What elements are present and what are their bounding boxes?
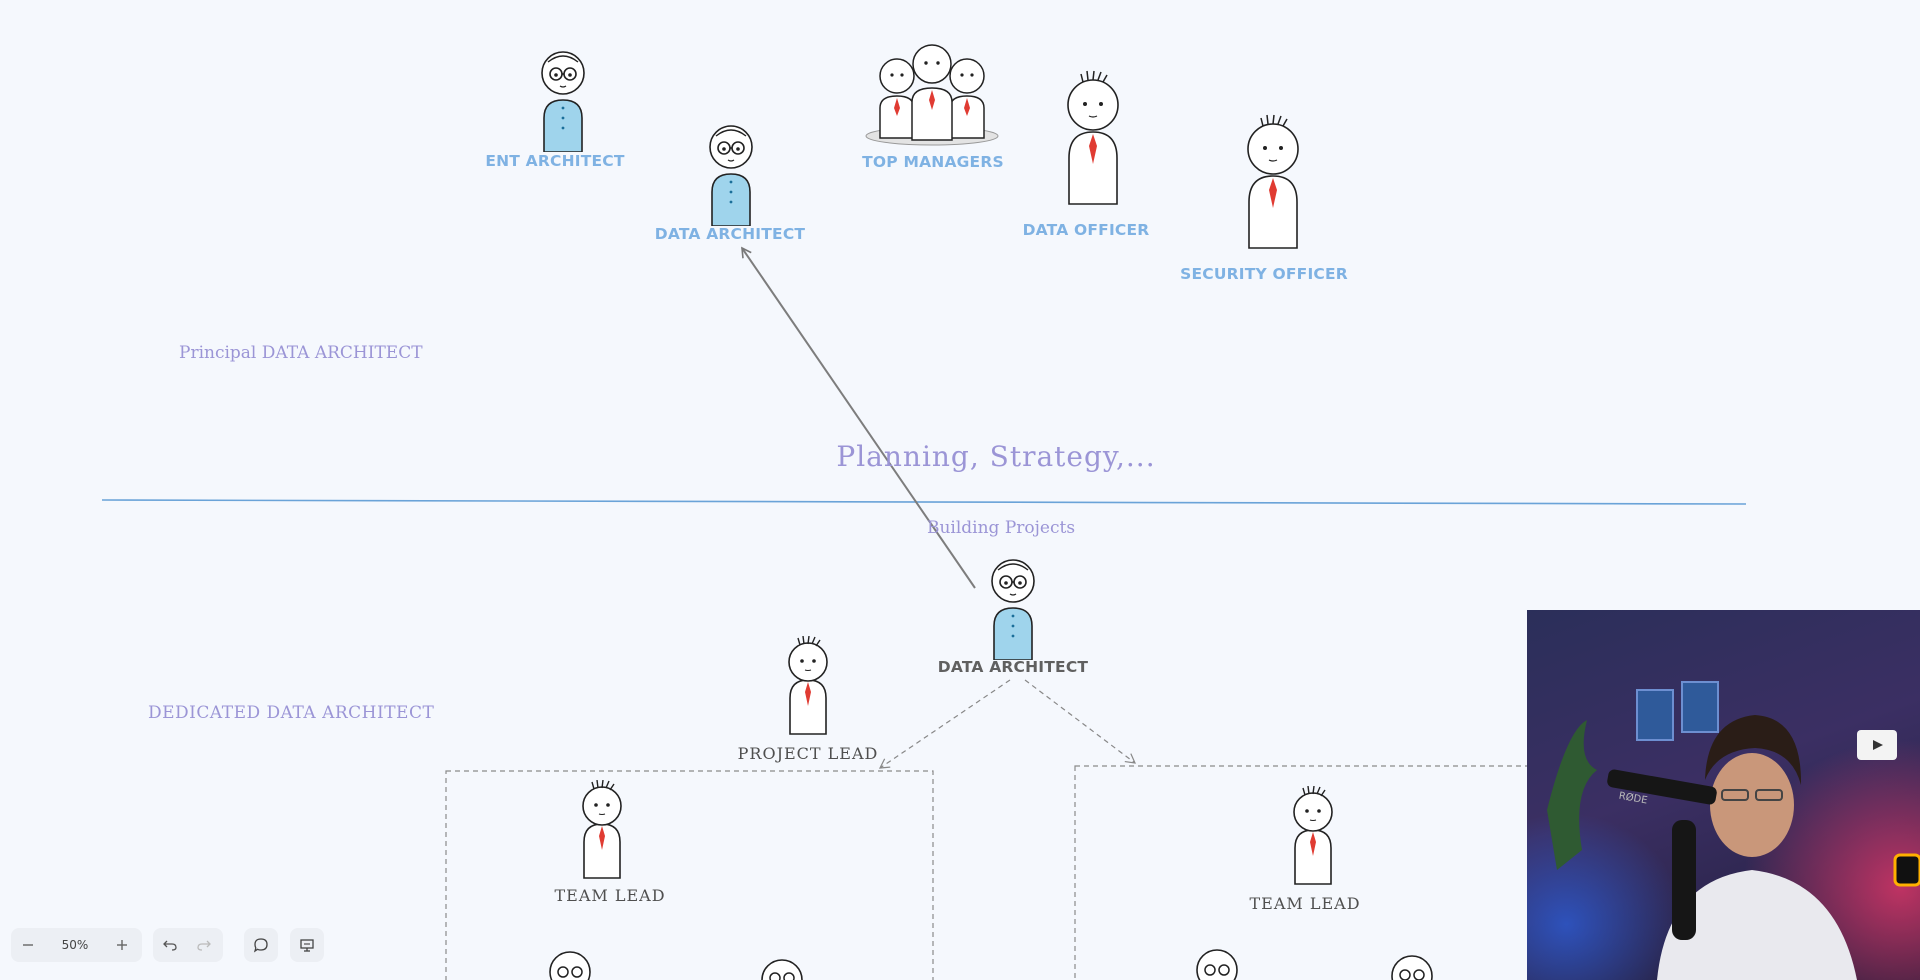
- dashed-arrow-left: [878, 679, 1011, 769]
- team-lead-left-figure: [582, 780, 622, 879]
- team-member-figure: [1196, 949, 1238, 980]
- comment-control: [244, 928, 278, 962]
- comment-button[interactable]: [244, 928, 278, 962]
- top-managers-figure: [865, 44, 999, 146]
- present-button[interactable]: [290, 928, 324, 962]
- zoom-out-button[interactable]: [11, 928, 45, 962]
- ent-architect-figure: [541, 51, 585, 152]
- top-managers-label: TOP MANAGERS: [862, 153, 1004, 171]
- redo-button[interactable]: [187, 928, 221, 962]
- top-data-architect-figure: [709, 125, 753, 226]
- redo-icon: [197, 940, 211, 951]
- section-divider: [101, 499, 1747, 505]
- team-member-figure: [1391, 955, 1433, 980]
- history-controls: [153, 928, 223, 962]
- security-officer-figure: [1247, 114, 1299, 249]
- promotion-arrow: [741, 246, 976, 589]
- zoom-controls: 50%: [11, 928, 142, 962]
- comment-icon: [253, 938, 268, 953]
- team-member-figure: [549, 951, 591, 980]
- bottom-data-architect-label: DATA ARCHITECT: [937, 658, 1089, 676]
- team-lead-left-label: TEAM LEAD: [554, 886, 666, 905]
- planning-title: Planning, Strategy,...: [836, 440, 1156, 473]
- project-lead-label: PROJECT LEAD: [737, 744, 879, 763]
- plus-icon: [117, 940, 127, 950]
- team-lead-right-label: TEAM LEAD: [1249, 894, 1361, 913]
- building-projects-label: Building Projects: [926, 518, 1076, 538]
- team-member-figure: [761, 959, 803, 980]
- dashed-arrow-right: [1024, 679, 1136, 764]
- team-lead-right-figure: [1293, 786, 1333, 885]
- minus-icon: [23, 944, 33, 946]
- ent-architect-label: ENT ARCHITECT: [485, 152, 625, 170]
- project-lead-figure: [788, 636, 828, 735]
- security-officer-label: SECURITY OFFICER: [1180, 265, 1348, 283]
- presentation-icon: [300, 939, 314, 952]
- svg-text:RØDE: RØDE: [1618, 790, 1648, 807]
- undo-icon: [163, 940, 177, 951]
- zoom-in-button[interactable]: [105, 928, 139, 962]
- team-box-left: [445, 770, 934, 980]
- data-officer-figure: [1067, 70, 1119, 205]
- undo-button[interactable]: [153, 928, 187, 962]
- present-control: [290, 928, 324, 962]
- principal-section-label: Principal DATA ARCHITECT: [179, 343, 423, 363]
- dedicated-section-label: DEDICATED DATA ARCHITECT: [148, 703, 435, 723]
- webcam-overlay: RØDE: [1527, 610, 1920, 980]
- top-data-architect-label: DATA ARCHITECT: [654, 225, 806, 243]
- zoom-level[interactable]: 50%: [61, 938, 89, 952]
- bottom-data-architect-figure: [991, 559, 1035, 660]
- data-officer-label: DATA OFFICER: [1022, 221, 1150, 239]
- webcam-presenter-image: RØDE: [1527, 610, 1920, 980]
